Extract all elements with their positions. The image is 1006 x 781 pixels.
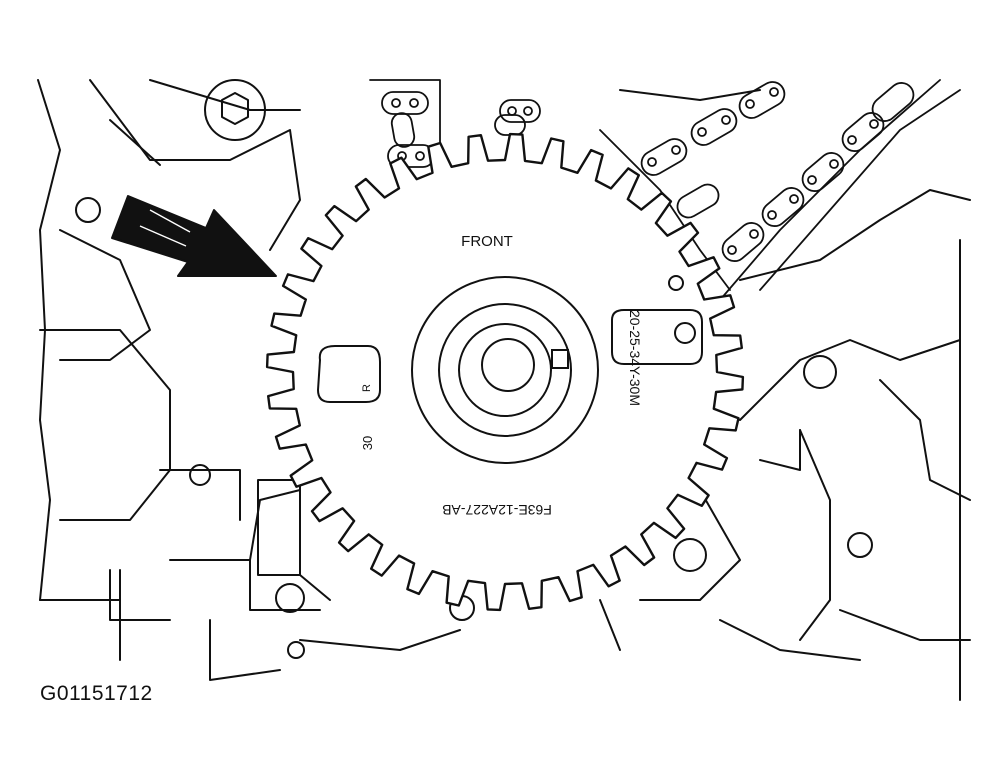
bolt-bottom-left <box>275 583 305 613</box>
wheel-hub-outer <box>411 276 599 464</box>
slot-right <box>611 309 703 365</box>
timing-window <box>316 345 381 403</box>
crankshaft-bore <box>481 338 535 392</box>
crankshaft-nose <box>458 323 552 417</box>
casting-number-label: F63E-12A227-AB <box>442 502 552 518</box>
front-label: FRONT <box>461 233 513 250</box>
crankshaft-reluctor-wheel: FRONT 20-25-34Y-30M F63E-12A227-AB 30 R <box>265 132 745 612</box>
right-block-casting <box>599 89 971 701</box>
reluctor-wheel-teeth <box>265 132 745 612</box>
bolt-hole-right <box>847 532 873 558</box>
part-code-label: 20-25-34Y-30M <box>627 310 643 406</box>
marking-30-label: 30 <box>360 436 375 450</box>
bolt-hole-mid-right <box>803 355 837 389</box>
left-block-casting <box>37 79 461 681</box>
bolt-hole-lower <box>189 464 211 486</box>
figure-id: G01151712 <box>40 682 153 705</box>
keyway <box>551 349 569 369</box>
pointer-arrow <box>111 195 277 277</box>
bolt-hole-bottom-right <box>673 538 707 572</box>
hex-bolt-top <box>204 79 266 141</box>
marking-r-label: R <box>361 384 373 392</box>
wheel-hole-top-right <box>668 275 684 291</box>
bolt-hole-left <box>75 197 101 223</box>
small-hole <box>287 641 305 659</box>
wheel-hub-ring <box>438 303 572 437</box>
wheel-hole-right <box>674 322 696 344</box>
